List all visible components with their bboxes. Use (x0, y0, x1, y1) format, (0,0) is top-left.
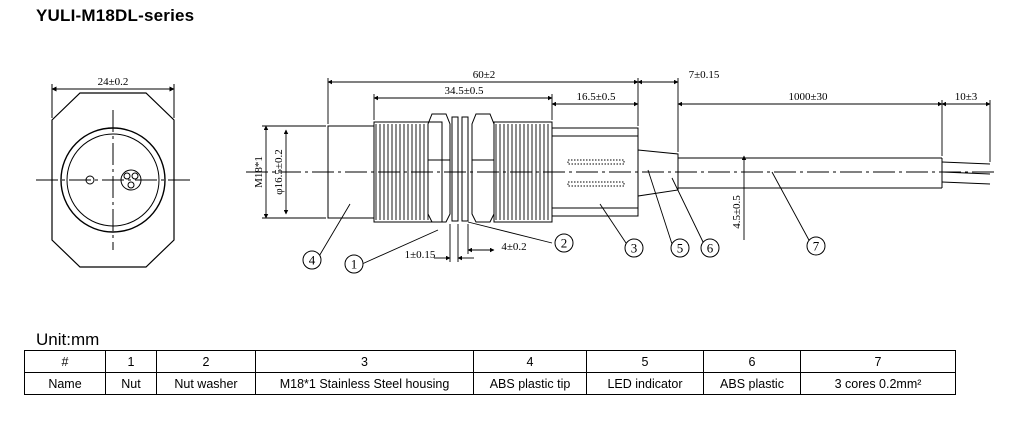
callout-circle (344, 254, 364, 274)
table-cell-number: 6 (703, 350, 801, 373)
dim-cable-diameter: 4.5±0.5 (731, 195, 743, 229)
table-row-label: Name (24, 372, 106, 395)
dim-rear-length: 16.5±0.5 (576, 91, 616, 103)
table-cell-name: ABS plastic tip (473, 372, 587, 395)
callout-number: 2 (561, 236, 568, 251)
table-cell-name: ABS plastic (703, 372, 801, 395)
callout-circle (670, 238, 690, 258)
callout-5: 5 (670, 238, 690, 258)
table-cell-name: Nut washer (156, 372, 256, 395)
table-header-label: # (24, 350, 106, 373)
dim-front-width: 24±0.2 (98, 76, 129, 88)
callout-circle (554, 233, 574, 253)
table-cell-name: Nut (105, 372, 157, 395)
callout-4: 4 (302, 250, 322, 270)
parts-table: # 1 2 3 4 5 6 7 Name Nut Nut washer M18*… (24, 350, 956, 395)
front-view (36, 84, 190, 273)
callout-number: 5 (677, 241, 684, 256)
dim-strip-length: 10±3 (955, 91, 978, 103)
side-view (246, 113, 995, 223)
technical-drawing: 2 4±0.2 (36, 69, 995, 274)
callout-7: 7 (806, 236, 826, 256)
dimension-lines (262, 78, 991, 262)
dim-overall-length: 60±2 (473, 69, 496, 81)
dim-thread-length: 34.5±0.5 (444, 85, 484, 97)
dim-diameter: φ16.5±0.2 (273, 149, 285, 194)
callout-circle (624, 238, 644, 258)
table-cell-number: 7 (800, 350, 956, 373)
leader-lines (317, 169, 811, 265)
callout-circle (700, 238, 720, 258)
callout-number: 6 (707, 241, 714, 256)
callout-number: 4 (309, 253, 316, 268)
table-cell-name: M18*1 Stainless Steel housing (255, 372, 474, 395)
dim-nut-thickness: 1±0.15 (405, 249, 436, 261)
dim-thread-label: M18*1 (253, 156, 265, 188)
table-row-numbers: # 1 2 3 4 5 6 7 (24, 350, 956, 373)
callout-2: 2 (554, 233, 574, 253)
table-cell-number: 4 (473, 350, 587, 373)
callout-circle (302, 250, 322, 270)
table-cell-name: 3 cores 0.2mm² (800, 372, 956, 395)
unit-label: Unit:mm (36, 330, 100, 349)
dim-tip-length: 7±0.15 (689, 69, 720, 81)
table-cell-number: 2 (156, 350, 256, 373)
callout-circle (806, 236, 826, 256)
table-row-names: Name Nut Nut washer M18*1 Stainless Stee… (24, 372, 956, 395)
callout-6: 6 (700, 238, 720, 258)
table-cell-number: 1 (105, 350, 157, 373)
dim-cable-length: 1000±30 (788, 91, 828, 103)
table-cell-number: 3 (255, 350, 474, 373)
table-cell-name: LED indicator (586, 372, 704, 395)
callout-group: 1 2 3 4 5 6 7 (302, 233, 826, 274)
callout-1: 1 (344, 254, 364, 274)
dim-washer-thickness: 4±0.2 (501, 241, 526, 253)
callout-3: 3 (624, 238, 644, 258)
page-title: YULI-M18DL-series (36, 6, 195, 25)
table-cell-number: 5 (586, 350, 704, 373)
callout-number: 1 (351, 257, 358, 272)
callout-number: 3 (631, 241, 638, 256)
callout-number: 7 (813, 239, 820, 254)
